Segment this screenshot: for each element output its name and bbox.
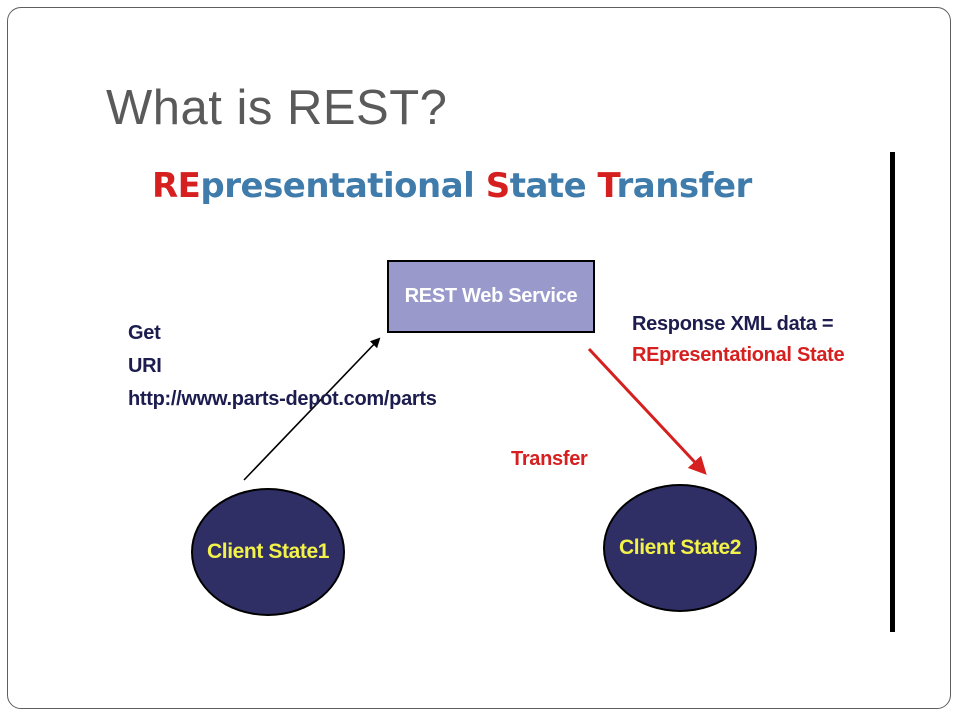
request-method-label: Get [128, 322, 161, 344]
subtitle-letter-t: T [597, 166, 617, 206]
subtitle-letter-s: S [485, 166, 511, 206]
transfer-label: Transfer [511, 448, 588, 470]
rest-web-service-box: REST Web Service [387, 260, 595, 333]
vertical-divider [890, 152, 895, 632]
response-label-line2: REpresentational State [632, 344, 845, 366]
request-uri-label: URI [128, 355, 162, 377]
subtitle-letters-re: RE [152, 166, 201, 206]
client-state2-node: Client State2 [603, 484, 757, 612]
client-state2-label: Client State2 [619, 536, 741, 559]
client-state1-label: Client State1 [207, 540, 329, 563]
slide-title: What is REST? [106, 81, 448, 135]
response-arrow [587, 347, 707, 475]
response-label-line1: Response XML data = [632, 313, 834, 335]
subtitle-heading: REpresentational State Transfer [152, 166, 752, 206]
request-url-label: http://www.parts-depot.com/parts [128, 388, 437, 410]
rest-web-service-label: REST Web Service [404, 285, 578, 307]
slide-frame [7, 7, 951, 709]
subtitle-word-presentational: presentational [200, 166, 486, 206]
client-state1-node: Client State1 [191, 488, 345, 616]
request-arrow [243, 337, 381, 481]
subtitle-word-tate: tate [509, 166, 598, 206]
subtitle-word-ransfer: ransfer [616, 166, 753, 206]
